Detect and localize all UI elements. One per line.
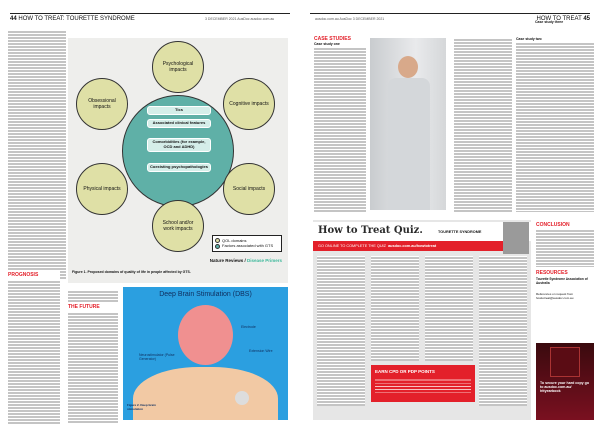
gts-factors-hub: Tics Associated clinical features Comorb… [122,95,234,207]
quiz-topic: TOURETTE SYNDROME [438,230,482,234]
case-photo [370,38,446,210]
legend-swatch [215,238,220,244]
stimulator-device [235,391,249,405]
prognosis-heading: PROGNOSIS [8,272,39,278]
quiz-questions [371,256,419,361]
future-heading: THE FUTURE [68,304,100,310]
credit-journal: Nature Reviews / [209,258,247,263]
page-number: 45 [583,16,590,22]
header-meta: ausdoc.com.au AusDoc 3 DECEMBER 2021 [315,17,385,21]
case-studies-heading: CASE STUDIES [314,36,351,42]
resources-heading: RESOURCES [536,270,568,276]
body-text [8,30,60,270]
header-meta: 3 DECEMBER 2021 AusDoc ausdoc.com.au [205,17,275,21]
page-title-right: HOW TO TREAT 45 [537,16,590,22]
page-title-left: 44 HOW TO TREAT: TOURETTE SYNDROME [10,16,135,22]
case-three-heading: Case study three [535,20,564,24]
torso-illustration [133,367,278,420]
legend: QOL domains Factors associated with GTS [212,235,282,252]
earn-cpd-title: EARN CPD OR PDP POINTS [375,369,435,374]
case-one-heading: Case study one [314,42,340,46]
label-neurostimulator: Neurostimulator (Pulse Generator) [139,353,175,361]
figure-caption: Figure 2. Deep brain stimulation [127,403,156,411]
body-text [68,290,118,302]
domain-cognitive: Cognitive impacts [223,78,275,130]
quiz-questions [317,256,365,406]
quiz-panel: How to Treat Quiz. TOURETTE SYNDROME GO … [313,220,531,420]
label-electrode: Electrode [241,325,256,329]
resource-link[interactable]: Tourette Syndrome Association of Austral… [536,277,588,285]
person-head [398,56,418,78]
earn-cpd-text [375,378,471,394]
legend-label: Factors associated with GTS [222,243,274,249]
person-body [388,78,430,210]
body-text [536,229,594,267]
quiz-cta-bar[interactable]: GO ONLINE TO COMPLETE THE QUIZ ausdoc.co… [313,241,503,251]
quiz-questions [479,256,527,406]
domain-psychological: Psychological impacts [152,41,204,93]
factor-clinical: Associated clinical features [147,119,211,128]
body-text [68,312,118,424]
factor-tics: Tics [147,106,211,115]
domain-school-work: School and/or work impacts [152,200,204,252]
header-rule [310,13,590,14]
dbs-figure: Deep Brain Stimulation (DBS) Electrode N… [123,287,288,420]
promo-text: To secure your hard copy go to ausdoc.co… [540,381,590,393]
conclusion-heading: CONCLUSION [536,222,570,228]
body-text [516,42,594,212]
qol-diagram: Tics Associated clinical features Comorb… [68,38,288,283]
factor-comorbidities: Comorbidities (for example, OCD and ADHD… [147,138,211,152]
legend-swatch [215,243,220,249]
section-title: HOW TO TREAT [536,16,582,22]
earn-cpd-banner[interactable]: EARN CPD OR PDP POINTS [371,365,475,402]
figure-caption: Figure 1. Proposed domains of quality of… [72,270,191,274]
legend-label: QOL domains [222,238,247,243]
credit-series: Disease Primers [246,258,282,263]
references-note: References on request from howtotreat@au… [536,292,574,300]
label-extension-wire: Extension Wire [249,349,273,353]
domain-physical: Physical impacts [76,163,128,215]
domain-obsessional: Obsessional impacts [76,78,128,130]
diagram-credit: Nature Reviews / Disease Primers [210,258,282,263]
portrait-photo [503,222,529,254]
body-text [8,280,60,425]
quiz-title-bar: How to Treat Quiz. TOURETTE SYNDROME [313,222,531,254]
quiz-link[interactable]: ausdoc.com.au/howtotreat [388,244,437,248]
quiz-questions [425,256,473,361]
section-title: HOW TO TREAT: TOURETTE SYNDROME [18,16,135,22]
quiz-title: How to Treat Quiz. [318,225,423,236]
quiz-cta: GO ONLINE TO COMPLETE THE QUIZ [318,244,386,248]
factor-psychopathologies: Coexisting psychopathologies [147,163,211,172]
dbs-title: Deep Brain Stimulation (DBS) [159,291,252,298]
brain-illustration [178,305,233,365]
body-text [60,30,66,280]
page-number: 44 [10,16,17,22]
body-text [454,38,512,213]
body-text [314,47,366,212]
yearbook-promo[interactable]: To secure your hard copy go to ausdoc.co… [536,343,594,420]
book-cover [550,347,580,377]
header-rule [10,13,290,14]
domain-social: Social impacts [223,163,275,215]
case-two-heading: Case study two [516,37,542,41]
